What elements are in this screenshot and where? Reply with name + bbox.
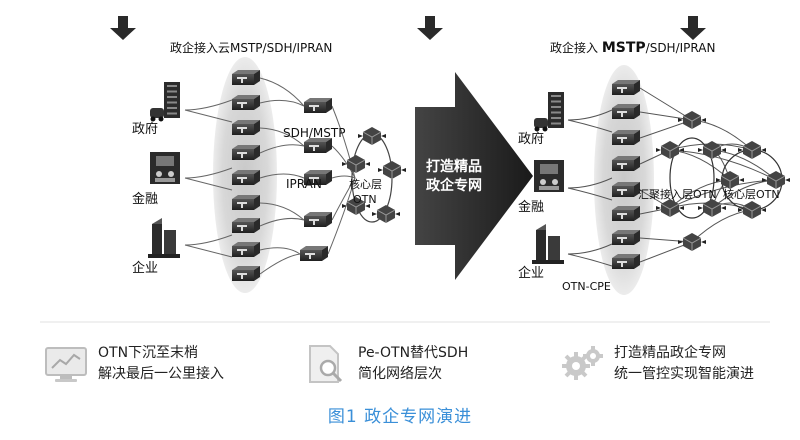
left-access-device	[232, 242, 260, 257]
left-access-device	[232, 218, 260, 233]
document-search-icon	[309, 345, 343, 383]
left-customer-gov: 政府	[132, 122, 158, 137]
otn-cpe-device	[612, 104, 640, 119]
top-arrow-left	[110, 16, 136, 40]
otn-cpe-device	[612, 80, 640, 95]
building-finance-left	[150, 152, 180, 184]
left-access-device	[232, 145, 260, 160]
feature-1-line2: 解决最后一公里接入	[98, 366, 224, 382]
agg-otn-node	[656, 199, 684, 217]
feature-pe-otn: Pe-OTN替代SDH 简化网络层次	[304, 336, 468, 392]
label-core-otn: 核心层OTN	[723, 187, 780, 201]
otn-cpe-device	[612, 156, 640, 171]
left-agg-device	[304, 212, 332, 227]
core-otn-node	[716, 171, 744, 189]
label-ipran: IPRAN	[286, 177, 322, 191]
label-core-line2: OTN	[353, 193, 377, 206]
gears-icon	[562, 346, 603, 380]
left-agg-device	[304, 170, 332, 185]
left-customer-finance: 金融	[132, 191, 158, 207]
left-access-device	[232, 70, 260, 85]
left-access-device	[232, 120, 260, 135]
agg-otn-node	[698, 199, 726, 217]
core-otn-node	[762, 171, 790, 189]
agg-otn-node	[698, 141, 726, 159]
left-access-device	[232, 95, 260, 110]
feature-3-line2: 统一管控实现智能演进	[614, 366, 754, 382]
agg-otn-node	[656, 141, 684, 159]
left-agg-device	[300, 246, 328, 261]
label-otn-cpe: OTN-CPE	[562, 280, 611, 293]
left-core-node	[378, 161, 406, 179]
label-sdh-mstp: SDH/MSTP	[283, 126, 345, 140]
feature-2-line1: Pe-OTN替代SDH	[358, 345, 469, 361]
network-evolution-diagram: 政企接入云MSTP/SDH/IPRAN 政企接入 MSTP/SDH/IPRAN …	[40, 16, 790, 323]
feature-3-line1: 打造精品政企专网	[614, 345, 726, 361]
figure-caption: 图1 政企专网演进	[327, 407, 473, 427]
otn-cpe-device	[612, 230, 640, 245]
top-arrow-center	[417, 16, 443, 40]
building-enterprise-right	[532, 224, 564, 264]
core-otn-node	[738, 141, 766, 159]
feature-smart-evolution: 打造精品政企专网 统一管控实现智能演进	[560, 336, 754, 392]
label-core-line1: 核心层	[349, 177, 382, 191]
feature-otn-sink: OTN下沉至末梢 解决最后一公里接入	[44, 336, 224, 392]
left-core-node	[342, 155, 370, 173]
agg-otn-node	[678, 111, 706, 129]
left-access-device	[232, 266, 260, 281]
left-core-node	[342, 197, 370, 215]
left-header: 政企接入云MSTP/SDH/IPRAN	[170, 40, 332, 55]
evolution-arrow: 打造精品 政企专网	[415, 72, 533, 280]
arrow-text-line2: 政企专网	[426, 177, 482, 194]
right-header: 政企接入 MSTP/SDH/IPRAN	[550, 40, 715, 56]
building-enterprise-left	[148, 218, 180, 258]
left-access-device	[232, 195, 260, 210]
left-customer-enterprise: 企业	[132, 260, 158, 276]
building-gov-right	[534, 92, 564, 132]
building-gov-left	[150, 82, 180, 122]
otn-cpe-device	[612, 130, 640, 145]
core-otn-node	[738, 201, 766, 219]
left-agg-device	[304, 138, 332, 153]
left-agg-device	[304, 98, 332, 113]
left-core-node	[358, 127, 386, 145]
feature-1-line1: OTN下沉至末梢	[98, 345, 199, 361]
monitor-chart-icon	[45, 347, 87, 382]
building-finance-right	[534, 160, 564, 192]
right-customer-gov: 政府	[518, 132, 544, 147]
otn-cpe-device	[612, 182, 640, 197]
left-access-device	[232, 170, 260, 185]
feature-2-line2: 简化网络层次	[358, 366, 442, 382]
agg-otn-node	[678, 233, 706, 251]
arrow-text-line1: 打造精品	[426, 158, 482, 175]
top-arrow-right	[680, 16, 706, 40]
right-customer-finance: 金融	[518, 199, 544, 215]
right-agg-ring	[669, 137, 715, 219]
left-core-node	[372, 205, 400, 223]
otn-cpe-device	[612, 254, 640, 269]
otn-cpe-device	[612, 206, 640, 221]
right-customer-enterprise: 企业	[518, 265, 544, 281]
label-agg-otn: 汇聚接入层OTN	[638, 188, 717, 201]
